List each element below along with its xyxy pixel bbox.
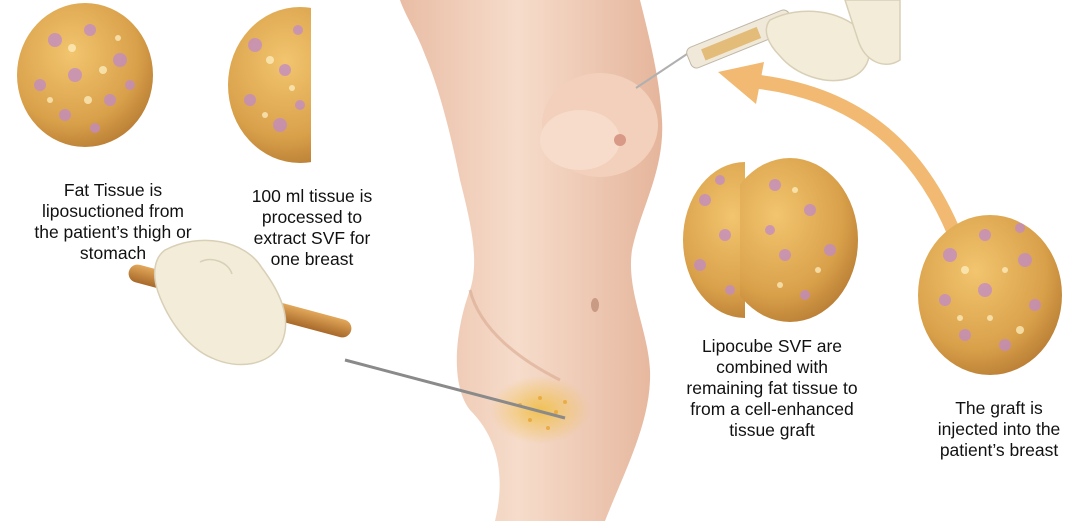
split-fat-tissue-cluster [683,158,858,322]
caption-processing: 100 ml tissue is processed to extract SV… [222,186,402,270]
patient-body [400,0,662,521]
caption-liposuction: Fat Tissue is liposuctioned from the pat… [0,180,226,264]
fat-tissue-cluster-1 [17,3,153,147]
fat-tissue-half-cluster [228,7,372,163]
caption-combining: Lipocube SVF are combined with remaining… [648,336,896,441]
caption-injection: The graft is injected into the patient’s… [922,398,1076,461]
fat-tissue-graft-cluster [918,215,1062,375]
